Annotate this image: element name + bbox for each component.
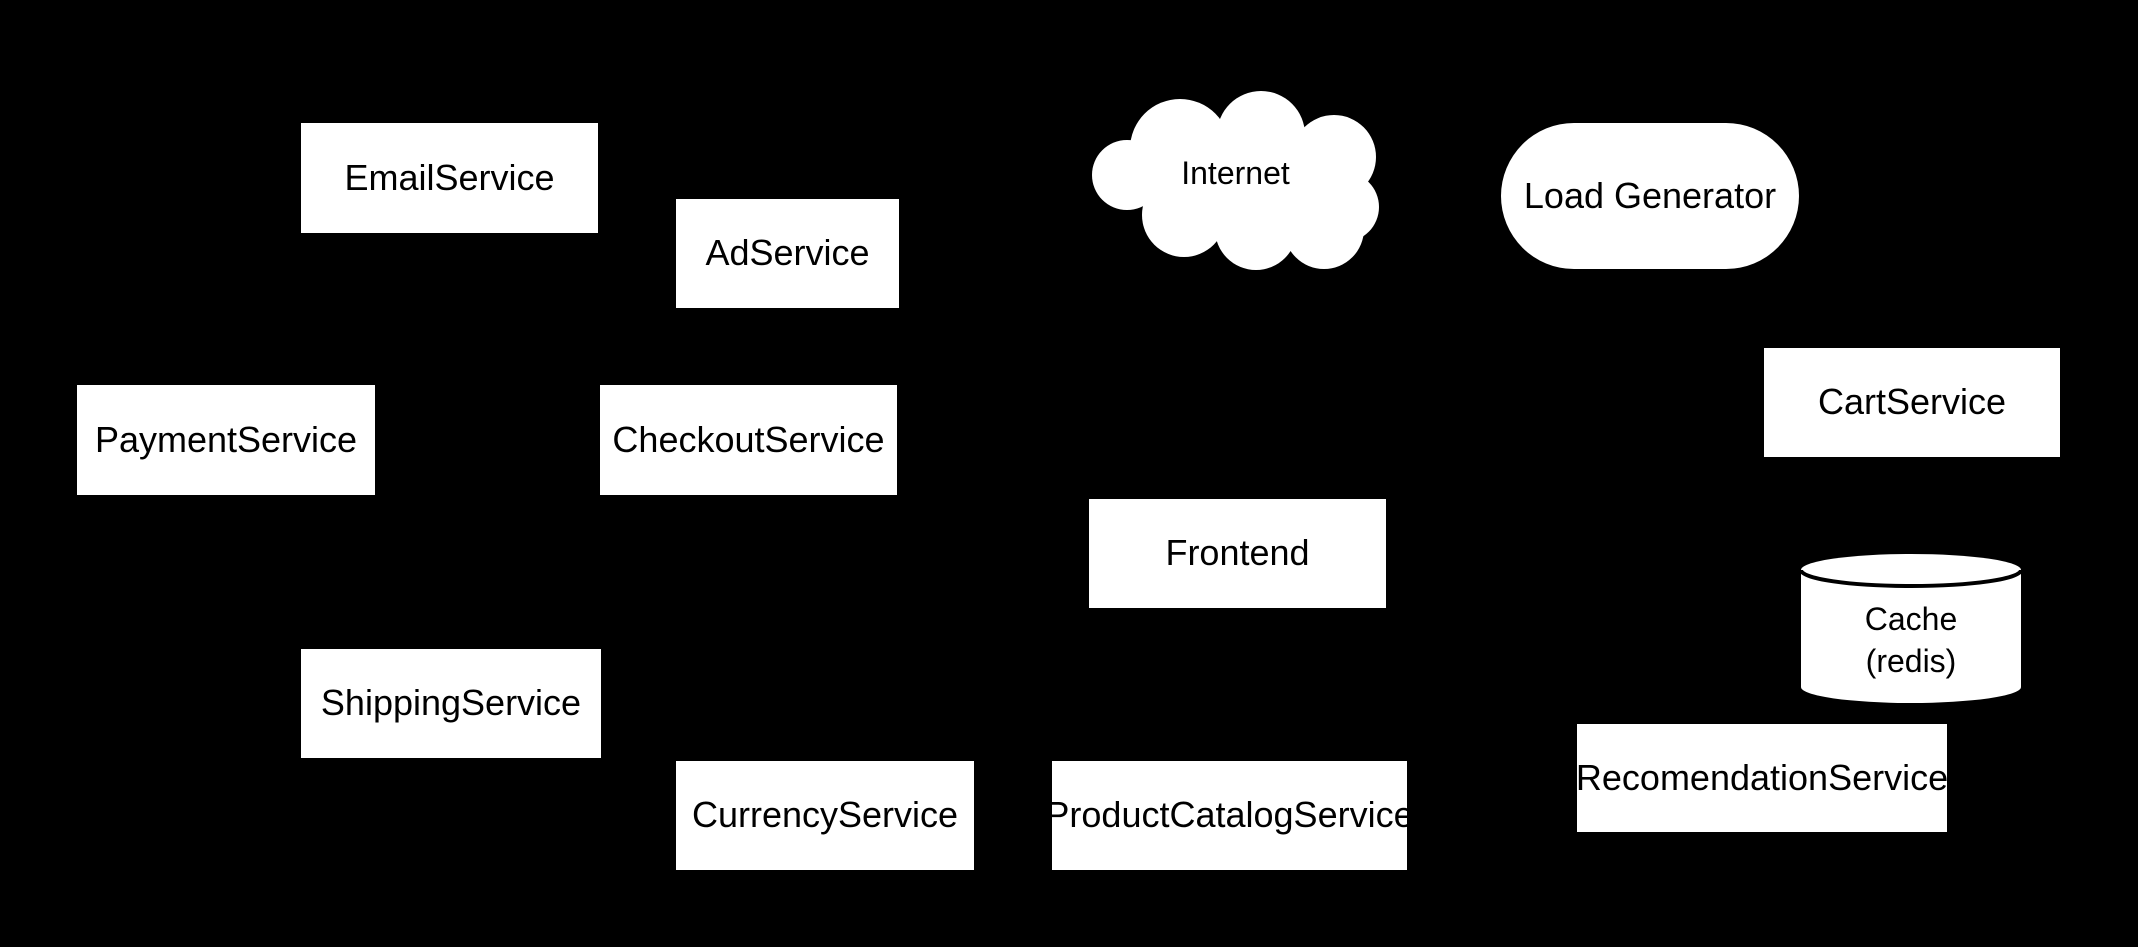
node-product-catalog-service-label: ProductCatalogService [1045,794,1414,836]
node-shipping-service[interactable]: ShippingService [301,649,601,758]
node-payment-service-label: PaymentService [94,418,358,460]
node-recomendation-service[interactable]: RecomendationService [1575,724,1949,832]
node-product-catalog-service[interactable]: ProductCatalogService [1045,761,1414,870]
cloud-icon [1092,91,1379,270]
node-cart-service[interactable]: CartService [1764,348,2060,457]
node-internet[interactable]: Internet [1091,89,1380,271]
node-checkout-service-label: CheckoutService [612,418,885,460]
node-ad-service[interactable]: AdService [676,199,899,308]
node-frontend-label: Frontend [1165,532,1310,574]
node-payment-service[interactable]: PaymentService [77,385,375,495]
node-load-generator-label: Load Generator [1523,174,1777,216]
node-shipping-service-label: ShippingService [320,682,582,724]
node-checkout-service[interactable]: CheckoutService [600,385,897,495]
node-cache-redis[interactable]: Cache (redis) [1799,552,2023,705]
node-frontend[interactable]: Frontend [1089,499,1386,608]
database-cylinder-icon [1799,554,2023,703]
node-email-service-label: EmailService [344,156,555,198]
node-email-service[interactable]: EmailService [301,123,598,233]
node-cart-service-label: CartService [1817,381,2007,423]
node-currency-service-label: CurrencyService [691,794,959,836]
node-ad-service-label: AdService [705,232,870,274]
node-load-generator[interactable]: Load Generator [1501,123,1799,269]
node-currency-service[interactable]: CurrencyService [676,761,974,870]
node-recomendation-service-label: RecomendationService [1575,756,1949,798]
